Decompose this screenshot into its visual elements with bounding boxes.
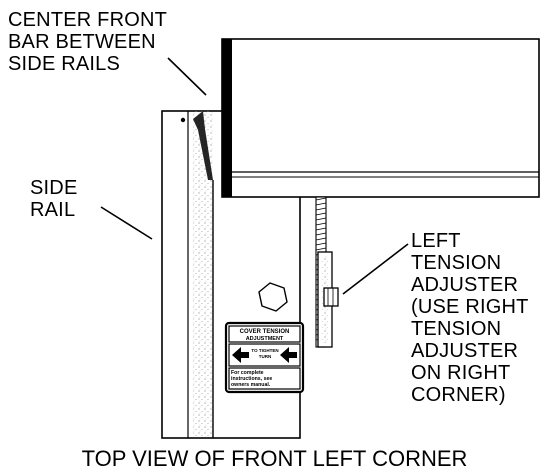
leader-tension-adjuster (342, 243, 409, 295)
leader-center-front-bar (167, 57, 207, 96)
sticker-arrow-line2: TURN (259, 354, 272, 359)
sticker-note-line3: owners manual. (231, 382, 271, 388)
left-arrow-icon (232, 347, 249, 363)
sticker-note-line1: For complete (231, 370, 264, 376)
sticker-arrow-line1: TO TIGHTEN (251, 348, 278, 353)
side-rail-stipple (193, 111, 213, 438)
hex-nut (258, 282, 288, 312)
cover-tension-sticker: COVER TENSION ADJUSTMENT TO TIGHTEN TURN… (224, 321, 305, 394)
label-side-rail: SIDE RAIL (30, 177, 78, 221)
center-front-bar (221, 38, 540, 198)
tension-adjuster (315, 196, 339, 348)
label-center-front-bar: CENTER FRONT BAR BETWEEN SIDE RAILS (8, 9, 168, 75)
sticker-title-line2: ADJUSTMENT (246, 336, 284, 342)
diagram-caption: TOP VIEW OF FRONT LEFT CORNER (81, 446, 468, 471)
adjuster-knob (323, 287, 339, 307)
left-arrow-icon-2 (280, 347, 297, 363)
label-left-tension-adjuster: LEFT TENSION ADJUSTER (USE RIGHT TENSION… (411, 230, 529, 406)
sticker-note-line2: instructions, see (231, 376, 272, 382)
leader-side-rail (100, 206, 153, 240)
sticker-title-line1: COVER TENSION (240, 329, 290, 335)
